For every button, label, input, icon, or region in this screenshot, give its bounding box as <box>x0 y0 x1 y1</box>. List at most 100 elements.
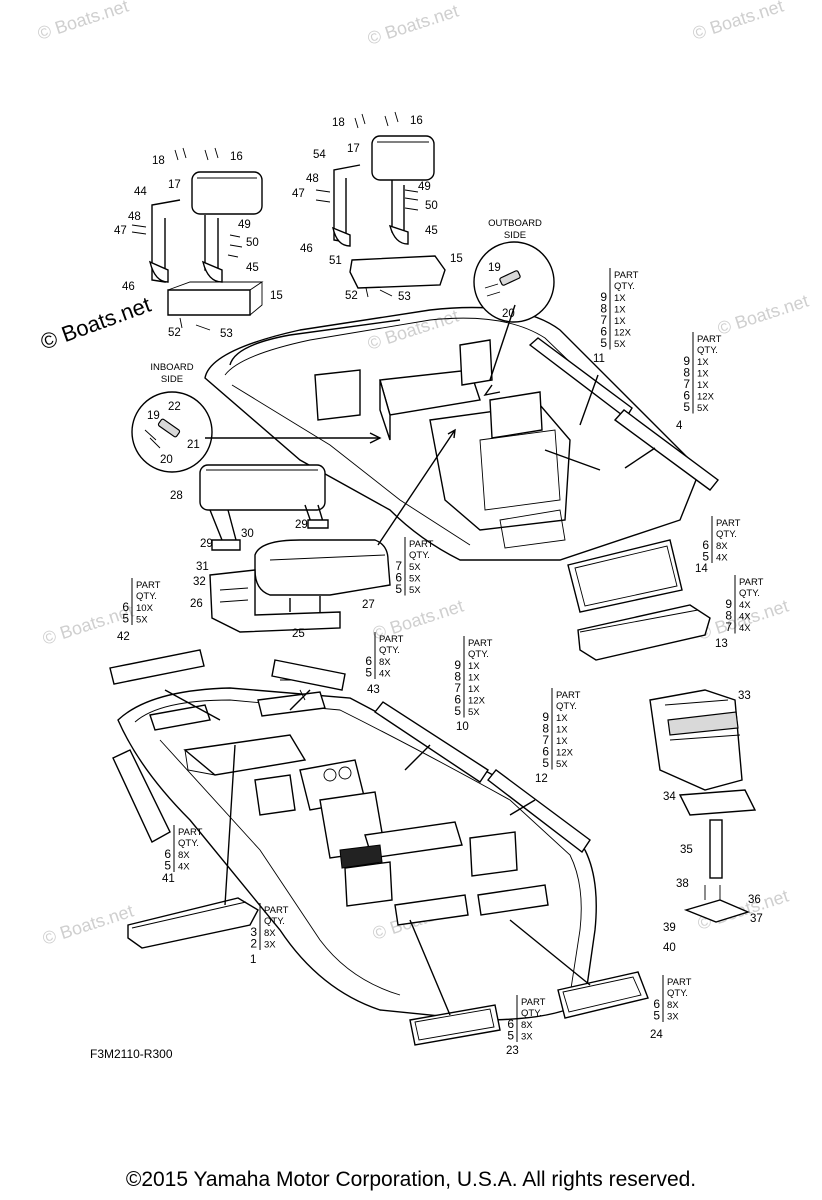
qty-part-number: 6 <box>164 847 171 861</box>
qty-count: 3X <box>667 1012 679 1023</box>
qty-part-number: 5 <box>702 550 709 564</box>
part-number: 11 <box>593 353 605 365</box>
qty-header: PART <box>136 580 161 591</box>
part-number: 27 <box>362 599 375 611</box>
part-number: 48 <box>306 173 319 185</box>
qty-part-number: 8 <box>542 722 549 736</box>
inboard-side-detail: INBOARD SIDE <box>131 362 382 473</box>
seat-cushion <box>167 289 251 316</box>
lower-hull <box>117 679 597 1021</box>
seat-back-assembly-mid <box>315 111 446 298</box>
part-number: 53 <box>398 291 411 303</box>
qty-count: 4X <box>379 669 391 680</box>
part-number: 16 <box>410 115 423 127</box>
qty-count: 5X <box>136 615 148 626</box>
upper-hull <box>204 306 701 561</box>
qty-header: PART <box>521 997 546 1008</box>
bench-back-cushion <box>199 464 326 511</box>
qty-header: PART <box>697 334 722 345</box>
qty-header: QTY. <box>614 281 635 292</box>
part-number: 25 <box>292 628 305 640</box>
qty-count: 12X <box>697 392 715 403</box>
qty-header: QTY. <box>556 701 577 712</box>
part-number: 49 <box>418 181 431 193</box>
part-number: 48 <box>128 211 141 223</box>
qty-header: QTY. <box>739 588 760 599</box>
part-number: 28 <box>170 490 183 502</box>
qty-count: 1X <box>556 736 568 747</box>
part-number: 33 <box>738 690 751 702</box>
part-number: 32 <box>193 576 206 588</box>
part-number: 17 <box>347 143 360 155</box>
part-number: 24 <box>650 1029 663 1041</box>
seat-cushion <box>349 255 446 289</box>
part-number: 14 <box>695 563 708 575</box>
part-number-labels: 1 4 10 11 12 13 14 15 15 16 16 17 17 18 … <box>114 115 763 1057</box>
qty-count: 8X <box>716 541 728 552</box>
pad-41 <box>112 749 171 843</box>
pad-23 <box>409 1004 501 1046</box>
pedestal-seat-assembly <box>649 689 757 923</box>
qty-count: 5X <box>409 574 421 585</box>
qty-count: 12X <box>556 748 574 759</box>
pad-43 <box>271 659 346 691</box>
part-number: 35 <box>680 844 693 856</box>
pad-42 <box>109 649 205 685</box>
part-number: 15 <box>450 253 463 265</box>
qty-part-number: 9 <box>600 290 607 304</box>
part-number: 19 <box>147 410 160 422</box>
qty-part-number: 6 <box>395 571 402 585</box>
qty-count: 8X <box>379 657 391 668</box>
qty-count: 3X <box>264 940 276 951</box>
qty-count: 10X <box>136 603 154 614</box>
part-number: 36 <box>748 894 761 906</box>
part-number: 40 <box>663 942 676 954</box>
qty-part-number: 9 <box>454 658 461 672</box>
qty-count: 1X <box>556 713 568 724</box>
qty-count: 5X <box>697 403 709 414</box>
qty-count: 1X <box>614 316 626 327</box>
qty-part-number: 7 <box>454 681 461 695</box>
qty-count: 8X <box>178 850 190 861</box>
qty-count: 5X <box>614 339 626 350</box>
part-number: 38 <box>676 878 689 890</box>
qty-count: 5X <box>409 585 421 596</box>
qty-part-number: 5 <box>653 1009 660 1023</box>
qty-count: 1X <box>468 673 480 684</box>
rail-12 <box>487 769 591 854</box>
part-number: 46 <box>122 281 135 293</box>
qty-part-number: 7 <box>725 620 732 634</box>
part-number: 50 <box>246 237 259 249</box>
part-number: 20 <box>160 454 173 466</box>
watermark: © Boats.net <box>365 1 461 49</box>
outboard-label: OUTBOARD <box>488 218 542 229</box>
qty-part-number: 7 <box>395 559 402 573</box>
part-number: 41 <box>162 873 175 885</box>
rail-4 <box>613 409 719 491</box>
part-number: 20 <box>502 308 515 320</box>
pads <box>109 649 649 1046</box>
qty-part-number: 8 <box>454 670 461 684</box>
qty-header: QTY. <box>136 591 157 602</box>
watermark: © Boats.net <box>35 0 131 44</box>
qty-header: QTY. <box>716 529 737 540</box>
part-number: 45 <box>425 225 438 237</box>
qty-count: 1X <box>697 369 709 380</box>
rail-11 <box>528 337 633 420</box>
part-number: 30 <box>241 528 254 540</box>
part-number: 15 <box>270 290 283 302</box>
qty-part-number: 6 <box>653 997 660 1011</box>
part-number: 16 <box>230 151 243 163</box>
part-number: 47 <box>292 188 305 200</box>
qty-header: QTY. <box>409 550 430 561</box>
qty-count: 5X <box>556 759 568 770</box>
bench-seat-assembly <box>199 428 456 633</box>
part-number: 12 <box>535 773 548 785</box>
qty-header: PART <box>556 690 581 701</box>
qty-part-number: 5 <box>365 666 372 680</box>
